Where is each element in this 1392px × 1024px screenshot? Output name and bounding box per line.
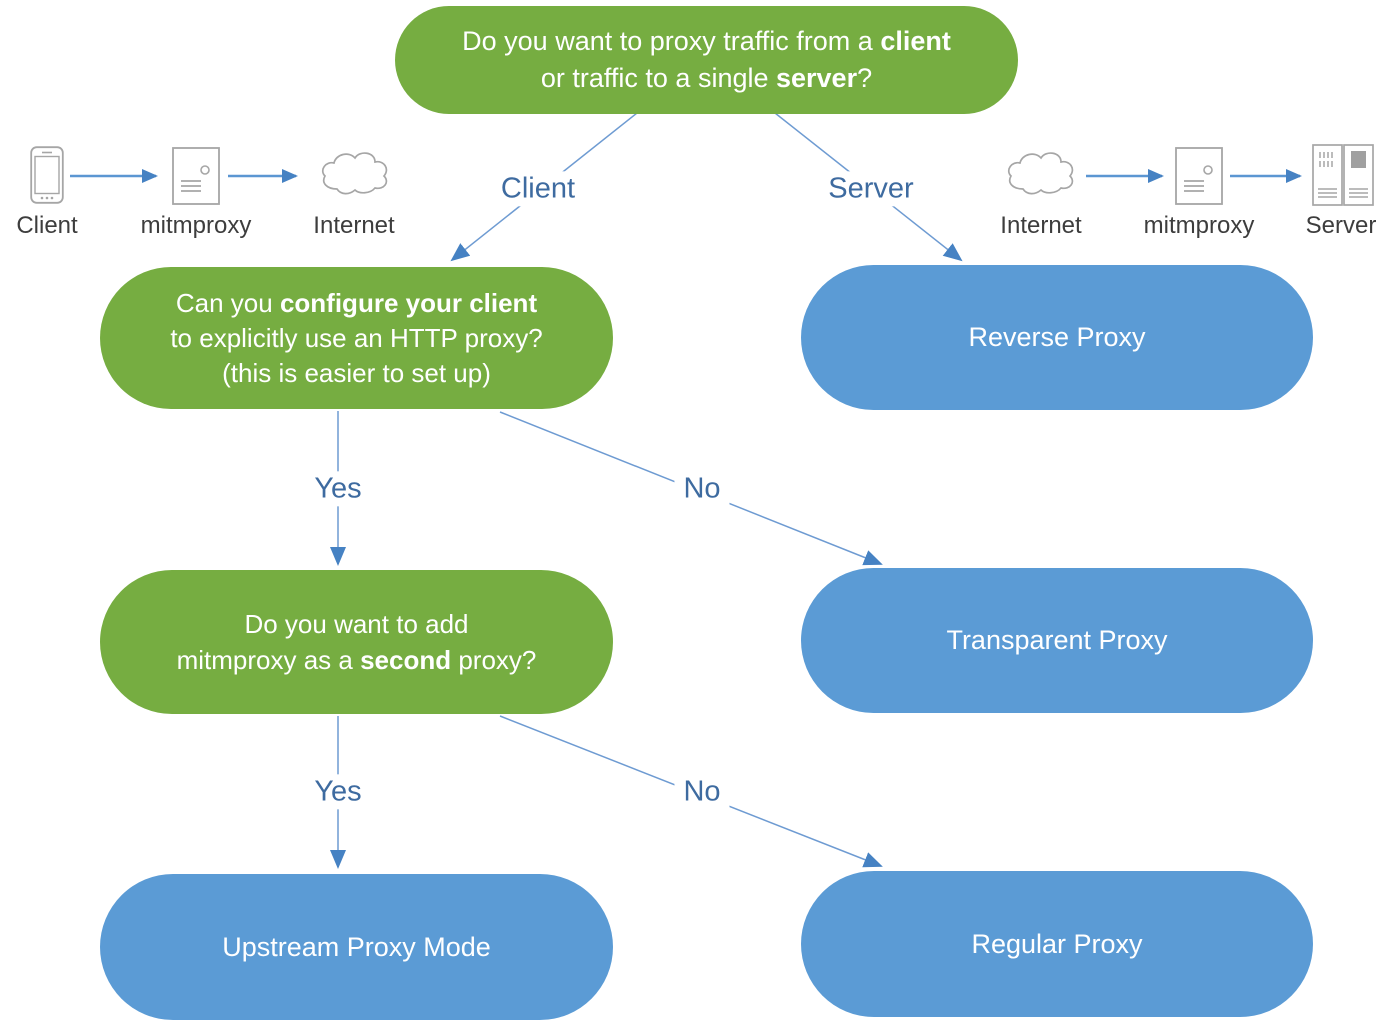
node-upstream-proxy-mode: Upstream Proxy Mode <box>100 874 613 1020</box>
second-proxy-question-text: Do you want to add mitmproxy as a second… <box>176 609 537 675</box>
icon-label-internet: Internet <box>1000 212 1082 239</box>
icon-label-internet: Internet <box>313 212 395 239</box>
icon-label-server: Server <box>1305 212 1377 239</box>
icon-label-mitmproxy: mitmproxy <box>140 212 252 239</box>
reverse-proxy-label: Reverse Proxy <box>968 322 1146 352</box>
node-second-proxy-question: Do you want to add mitmproxy as a second… <box>100 570 613 714</box>
icon-label-mitmproxy: mitmproxy <box>1143 212 1255 239</box>
branch-label-no-1: No <box>674 471 730 507</box>
icon-label-client: Client <box>16 212 78 239</box>
cloud-icon <box>317 148 393 196</box>
node-transparent-proxy: Transparent Proxy <box>801 568 1313 713</box>
root-question-text: Do you want to proxy traffic from a clie… <box>462 26 951 93</box>
node-root-question: Do you want to proxy traffic from a clie… <box>395 6 1018 114</box>
config-question-text: Can you configure your client to explici… <box>170 287 543 388</box>
server-rack-icon <box>1312 143 1374 207</box>
transparent-proxy-label: Transparent Proxy <box>946 625 1168 655</box>
branch-label-no-2: No <box>674 774 730 810</box>
node-regular-proxy: Regular Proxy <box>801 871 1313 1017</box>
node-config-question: Can you configure your client to explici… <box>100 267 613 409</box>
upstream-proxy-mode-label: Upstream Proxy Mode <box>222 931 491 962</box>
branch-label-server: Server <box>819 171 923 207</box>
branch-label-client: Client <box>491 171 585 207</box>
cloud-icon <box>1003 148 1079 196</box>
regular-proxy-label: Regular Proxy <box>971 928 1143 959</box>
smartphone-icon <box>30 146 64 204</box>
branch-label-yes-1: Yes <box>305 471 371 507</box>
branch-label-yes-2: Yes <box>305 774 371 810</box>
proxy-server-icon <box>1175 147 1223 205</box>
node-reverse-proxy: Reverse Proxy <box>801 265 1313 410</box>
proxy-server-icon <box>172 147 220 205</box>
